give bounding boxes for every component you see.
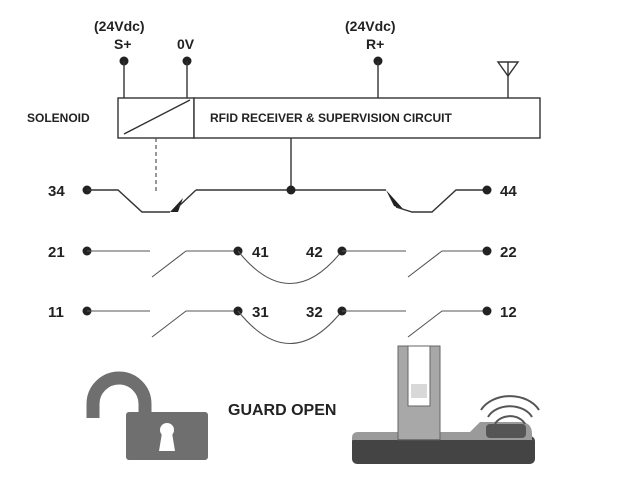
terminal-44-label: 44 [500, 183, 517, 200]
r-plus-terminal [373, 56, 383, 98]
contact-21-41-42-22 [82, 246, 492, 284]
terminal-32-label: 32 [306, 304, 323, 321]
terminal-41-label: 41 [252, 244, 269, 261]
r-plus-label: R+ [366, 36, 384, 52]
guard-status-text: GUARD OPEN [228, 402, 336, 419]
s-plus-voltage-label: (24Vdc) [94, 18, 145, 34]
terminal-11-label: 11 [48, 304, 64, 321]
rfid-receiver-box [193, 97, 541, 139]
terminal-42-label: 42 [306, 244, 323, 261]
zero-v-terminal [182, 56, 192, 98]
terminal-31-label: 31 [252, 304, 269, 321]
safety-switch-actuator-icon [352, 345, 535, 464]
solenoid-label: SOLENOID [27, 111, 90, 125]
rfid-receiver-label: RFID RECEIVER & SUPERVISION CIRCUIT [210, 111, 452, 125]
terminal-22-label: 22 [500, 244, 517, 261]
terminal-21-label: 21 [48, 244, 65, 261]
s-plus-terminal [119, 56, 129, 98]
contact-11-31-32-12 [82, 306, 492, 344]
terminal-12-label: 12 [500, 304, 517, 321]
zero-v-label: 0V [177, 36, 195, 52]
r-plus-voltage-label: (24Vdc) [345, 18, 396, 34]
terminal-34-label: 34 [48, 183, 65, 200]
antenna-icon [496, 61, 520, 98]
unlocked-padlock-icon [86, 371, 208, 460]
solenoid-box [117, 97, 195, 139]
contact-34-44 [82, 185, 492, 213]
wireless-signal-icon [480, 395, 540, 425]
s-plus-label: S+ [114, 36, 132, 52]
